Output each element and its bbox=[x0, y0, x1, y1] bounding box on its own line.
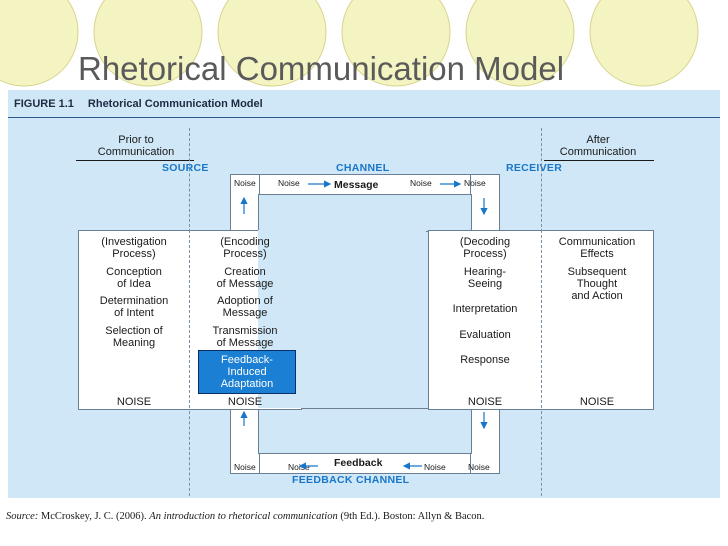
after-underline bbox=[544, 160, 654, 161]
source-title: An introduction to rhetorical communicat… bbox=[149, 511, 338, 522]
col1-line5: Determination bbox=[99, 295, 169, 307]
figure-number: FIGURE 1.1 bbox=[14, 98, 74, 110]
col4-line3: Subsequent bbox=[567, 266, 627, 278]
col4-line1: Communication bbox=[558, 236, 636, 248]
source-text2: (9th Ed.). Boston: Allyn & Bacon. bbox=[337, 511, 485, 522]
after-line1: After bbox=[586, 134, 610, 146]
feedback-pipe-left bbox=[230, 408, 260, 474]
divider-left bbox=[189, 128, 190, 328]
col1-line2: Process) bbox=[112, 248, 156, 260]
col1-line3: Conception bbox=[106, 266, 162, 278]
source-prefix: Source: bbox=[6, 511, 39, 522]
col3-line1: (Decoding bbox=[459, 236, 511, 248]
col1-line7: Selection of bbox=[105, 325, 163, 337]
divider-right bbox=[541, 128, 542, 328]
col2-line4: of Message bbox=[216, 278, 274, 290]
highlight-line3: Adaptation bbox=[220, 378, 274, 390]
col3-line4: Seeing bbox=[467, 278, 503, 290]
feedback-noise-4: Noise bbox=[468, 462, 490, 472]
noise-col1: NOISE bbox=[116, 396, 152, 408]
label-source: SOURCE bbox=[162, 162, 209, 174]
col2-line8: of Message bbox=[216, 337, 274, 349]
divider-right-lower bbox=[541, 406, 542, 496]
col1-line6: of Intent bbox=[114, 307, 154, 319]
label-receiver: RECEIVER bbox=[506, 162, 563, 174]
noise-col3: NOISE bbox=[467, 396, 503, 408]
col4-line5: and Action bbox=[571, 290, 623, 302]
col2-line7: Transmission bbox=[212, 325, 278, 337]
noise-label-1: Noise bbox=[234, 178, 256, 188]
caption-rule bbox=[8, 117, 720, 118]
after-line2: Communication bbox=[559, 146, 637, 158]
highlight-line2: Induced bbox=[227, 366, 267, 378]
prior-underline bbox=[76, 160, 194, 161]
col4-line4: Thought bbox=[576, 278, 618, 290]
col3-line7: Response bbox=[460, 354, 510, 366]
col2-line3: Creation bbox=[224, 266, 266, 278]
source-citation: Source: McCroskey, J. C. (2006). An intr… bbox=[6, 511, 484, 522]
noise-col2: NOISE bbox=[227, 396, 263, 408]
channel-inner-bottom bbox=[258, 408, 472, 454]
source-col-divider bbox=[189, 230, 190, 408]
feedback-label: Feedback bbox=[334, 457, 383, 469]
feedback-adaptation-box: Feedback- Induced Adaptation bbox=[198, 350, 296, 394]
col1-line4: of Idea bbox=[117, 278, 151, 290]
col2-line1: (Encoding bbox=[220, 236, 270, 248]
highlight-line1: Feedback- bbox=[221, 354, 273, 366]
figure-caption: FIGURE 1.1 Rhetorical Communication Model bbox=[14, 98, 263, 110]
message-label: Message bbox=[334, 179, 379, 191]
feedback-pipe-right bbox=[470, 408, 500, 474]
prior-line2: Communication bbox=[97, 146, 175, 158]
col3-line3: Hearing- bbox=[463, 266, 507, 278]
background-circles bbox=[0, 0, 699, 87]
col4-line2: Effects bbox=[580, 248, 614, 260]
noise-label-2: Noise bbox=[278, 178, 300, 188]
col2-line5: Adoption of bbox=[217, 295, 273, 307]
col3-line5: Interpretation bbox=[452, 303, 518, 315]
prior-line1: Prior to bbox=[118, 134, 154, 146]
channel-inner-top bbox=[258, 194, 472, 232]
col1-line8: Meaning bbox=[112, 337, 156, 349]
noise-col4: NOISE bbox=[579, 396, 615, 408]
col2-line6: Message bbox=[222, 307, 268, 319]
slide-title: Rhetorical Communication Model bbox=[78, 50, 565, 87]
receiver-col-divider bbox=[541, 230, 542, 408]
col3-line6: Evaluation bbox=[459, 329, 511, 341]
noise-label-4: Noise bbox=[464, 178, 486, 188]
figure-caption-text: Rhetorical Communication Model bbox=[87, 98, 263, 110]
source-text1: McCroskey, J. C. (2006). bbox=[38, 511, 150, 522]
col1-line1: (Investigation bbox=[101, 236, 167, 248]
feedback-noise-3: Noise bbox=[424, 462, 446, 472]
col3-line2: Process) bbox=[463, 248, 507, 260]
label-feedback-channel: FEEDBACK CHANNEL bbox=[292, 474, 410, 486]
divider-left-lower bbox=[189, 406, 190, 496]
channel-pipe-right bbox=[470, 174, 500, 232]
feedback-noise-1: Noise bbox=[234, 462, 256, 472]
figure: FIGURE 1.1 Rhetorical Communication Model… bbox=[8, 90, 720, 498]
feedback-noise-2: Noise bbox=[288, 462, 310, 472]
col2-line2: Process) bbox=[223, 248, 267, 260]
label-channel: CHANNEL bbox=[336, 162, 390, 174]
noise-label-3: Noise bbox=[410, 178, 432, 188]
